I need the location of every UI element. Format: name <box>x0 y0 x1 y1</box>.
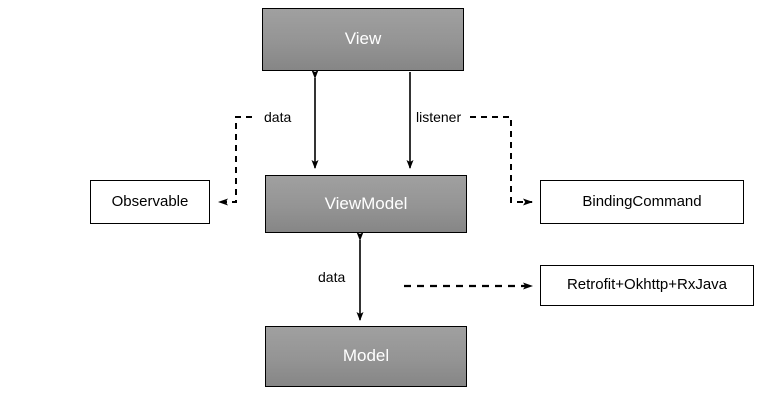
node-model[interactable]: Model <box>265 326 467 387</box>
node-observable[interactable]: Observable <box>90 180 210 224</box>
node-retrofit-label: Retrofit+Okhttp+RxJava <box>566 276 728 294</box>
edge-label-data-viewmodel-model: data <box>318 269 346 285</box>
node-view[interactable]: View <box>262 8 464 71</box>
node-binding-command-label: BindingCommand <box>582 192 702 210</box>
node-retrofit[interactable]: Retrofit+Okhttp+RxJava <box>540 265 754 306</box>
edge-label-data-view-viewmodel: data <box>264 109 292 125</box>
node-binding-command[interactable]: BindingCommand <box>540 180 744 224</box>
connector-listener-bindingcommand <box>470 116 533 206</box>
edge-label-listener: listener <box>416 109 462 125</box>
node-observable-label: Observable <box>111 192 189 210</box>
node-viewmodel[interactable]: ViewModel <box>265 175 467 233</box>
connector-data-observable <box>218 116 252 206</box>
node-viewmodel-label: ViewModel <box>324 193 408 213</box>
node-model-label: Model <box>342 346 390 366</box>
node-view-label: View <box>344 29 382 49</box>
